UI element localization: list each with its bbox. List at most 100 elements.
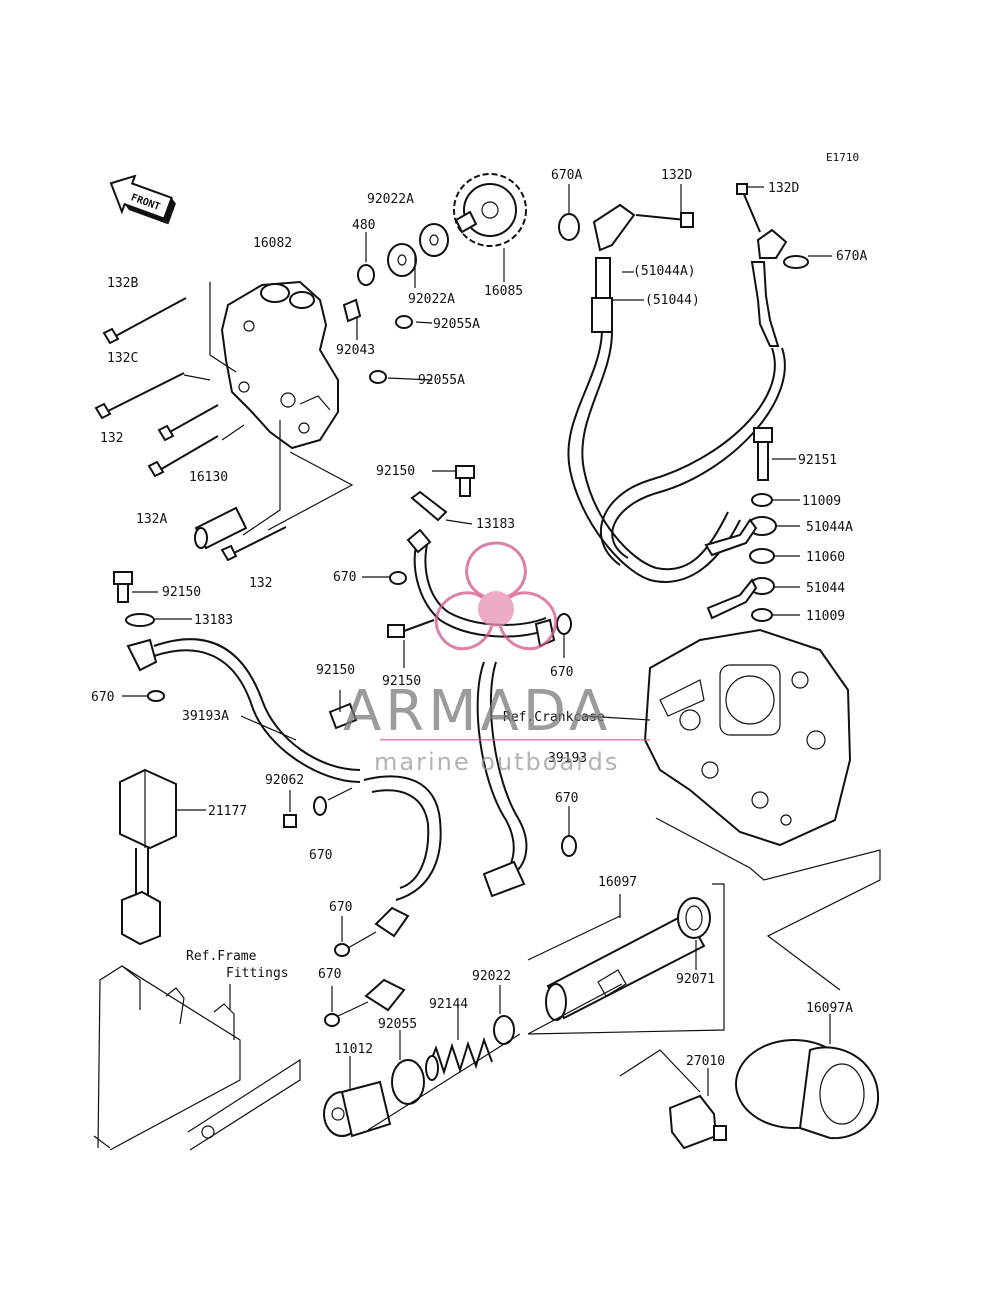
label-13183-mid: 13183 — [476, 517, 515, 532]
plug-92062 — [283, 814, 297, 828]
banjo-fitting-left — [592, 203, 694, 252]
oring-670A-left — [558, 213, 580, 241]
banjo-bolt-92151 — [753, 427, 773, 481]
bolt-132A — [147, 435, 219, 478]
label-11060: 11060 — [806, 550, 845, 565]
label-92055: 92055 — [378, 1017, 417, 1032]
label-ref-crankcase: Ref.Crankcase — [503, 710, 605, 725]
oring-670-right-upper — [556, 613, 572, 635]
oring-92055A-1 — [395, 315, 413, 329]
label-11009-bottom: 11009 — [806, 609, 845, 624]
propeller-logo-icon — [434, 541, 558, 651]
oil-pipe-39193A — [126, 638, 361, 783]
washer-11060 — [749, 548, 775, 564]
label-670-low2: 670 — [318, 967, 341, 982]
label-92055A-1: 92055A — [433, 317, 480, 332]
label-21177: 21177 — [208, 804, 247, 819]
gear-16085 — [453, 173, 527, 247]
pin-92043 — [342, 298, 362, 323]
label-16082: 16082 — [253, 236, 292, 251]
label-92150-left: 92150 — [162, 585, 201, 600]
label-51044A: 51044A — [806, 520, 853, 535]
oil-pump-body — [220, 280, 339, 450]
pin-480 — [357, 232, 375, 286]
bolt-92150-left — [113, 571, 133, 603]
label-670-left: 670 — [91, 690, 114, 705]
washer-11009-bottom — [751, 608, 773, 622]
label-670-right: 670 — [309, 848, 332, 863]
washer-92022A-bottom — [419, 223, 449, 257]
label-16085: 16085 — [484, 284, 523, 299]
label-16097A: 16097A — [806, 1001, 853, 1016]
frame-fittings-reference — [93, 965, 301, 1151]
plate-13183-mid — [410, 490, 448, 522]
bolt-132B — [102, 297, 187, 345]
front-arrow-icon: FRONT — [109, 174, 176, 225]
label-92150-center: 92150 — [382, 674, 421, 689]
watermark: ARMADA marine outboards — [343, 541, 650, 776]
crankcase-reference — [643, 628, 852, 847]
label-27010: 27010 — [686, 1054, 725, 1069]
sleeve-16130 — [194, 506, 248, 550]
oring-670-center — [561, 835, 577, 857]
label-670-mid: 670 — [333, 570, 356, 585]
oring-670-low1 — [334, 943, 350, 957]
spring-92144 — [425, 1036, 493, 1081]
label-132-bottom: 132 — [249, 576, 272, 591]
label-11009-top: 11009 — [802, 494, 841, 509]
oring-92071 — [677, 897, 711, 939]
label-132-top: 132 — [100, 431, 123, 446]
label-92062: 92062 — [265, 773, 304, 788]
label-51044: 51044 — [806, 581, 845, 596]
oil-pipe-39193 — [476, 661, 528, 898]
bolt-92150-mid — [455, 465, 475, 497]
bolt-132C — [94, 372, 185, 420]
label-92071: 92071 — [676, 972, 715, 987]
label-132A: 132A — [136, 512, 167, 527]
label-51044-paren: (51044) — [645, 293, 700, 308]
oil-line-51044 — [567, 257, 741, 583]
label-ref-fittings: Fittings — [226, 966, 289, 981]
label-670A-right: 670A — [836, 249, 867, 264]
oring-670A-right — [783, 255, 809, 269]
label-16097: 16097 — [598, 875, 637, 890]
label-11012: 11012 — [334, 1042, 373, 1057]
label-92022A-bottom: 92022A — [408, 292, 455, 307]
label-13183-left: 13183 — [194, 613, 233, 628]
watermark-brand: ARMADA — [343, 679, 611, 744]
label-ref-frame: Ref.Frame — [186, 949, 257, 964]
bolt-132-upper — [157, 404, 219, 442]
oring-92055 — [391, 1059, 425, 1105]
label-480: 480 — [352, 218, 375, 233]
label-16130: 16130 — [189, 470, 228, 485]
washer-92022A-top — [387, 243, 417, 277]
oring-670-low2 — [324, 1013, 340, 1027]
banjo-fitting-right — [736, 183, 788, 259]
label-92043: 92043 — [336, 343, 375, 358]
label-670-right-upper: 670 — [550, 665, 573, 680]
label-39193: 39193 — [548, 751, 587, 766]
label-132C: 132C — [107, 351, 138, 366]
diagram-code: E1710 — [826, 151, 859, 164]
label-39193A: 39193A — [182, 709, 229, 724]
plate-13183-left — [125, 613, 155, 627]
bolt-132-lower — [220, 526, 287, 562]
oil-filter-element-16097 — [545, 912, 706, 1021]
oring-92055A-2 — [369, 370, 387, 384]
sensor-27010 — [668, 1094, 727, 1150]
label-92055A-2: 92055A — [418, 373, 465, 388]
oring-670-left — [147, 690, 165, 702]
watermark-tagline: marine outboards — [374, 748, 619, 776]
label-132D-right: 132D — [768, 181, 799, 196]
oil-line-51044A — [600, 261, 786, 566]
label-132D-left: 132D — [661, 168, 692, 183]
label-670-center: 670 — [555, 791, 578, 806]
bolt-92150-low — [387, 619, 435, 638]
label-92022A-top: 92022A — [367, 192, 414, 207]
label-92144: 92144 — [429, 997, 468, 1012]
washer-11009-top — [751, 493, 773, 507]
oring-670-right — [313, 796, 327, 816]
label-92022: 92022 — [472, 969, 511, 984]
plug-11012 — [323, 1080, 392, 1138]
